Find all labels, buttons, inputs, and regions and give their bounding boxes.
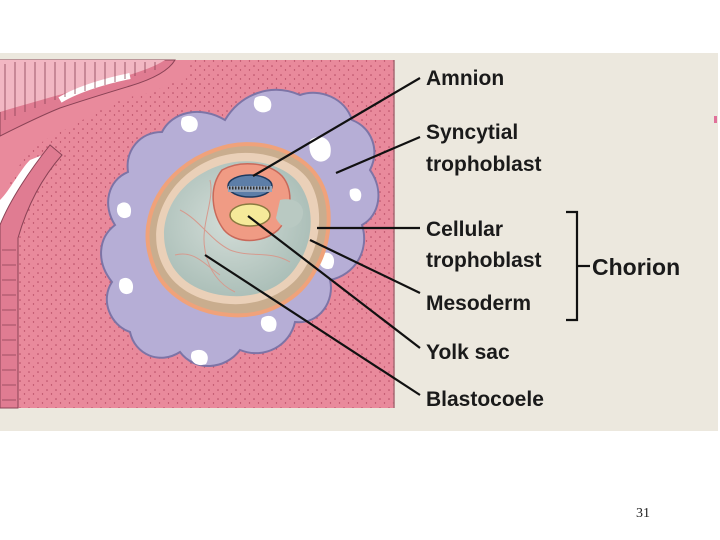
uterine-epithelium	[0, 59, 190, 409]
label-cellular-line2: trophoblast	[426, 249, 542, 272]
label-mesoderm: Mesoderm	[426, 292, 531, 315]
edge-mark	[714, 116, 717, 123]
label-chorion: Chorion	[592, 254, 680, 280]
label-syncytial-line1: Syncytial	[426, 121, 518, 144]
label-yolk-sac: Yolk sac	[426, 341, 510, 364]
label-amnion: Amnion	[426, 67, 504, 90]
embryo-cluster	[212, 163, 304, 242]
label-cellular-line1: Cellular	[426, 218, 503, 241]
yolk-sac-shape	[229, 203, 271, 227]
leader-lines	[204, 77, 590, 396]
label-blastocoele: Blastocoele	[426, 388, 544, 411]
page-number: 31	[636, 506, 650, 521]
label-syncytial-line2: trophoblast	[426, 153, 542, 176]
